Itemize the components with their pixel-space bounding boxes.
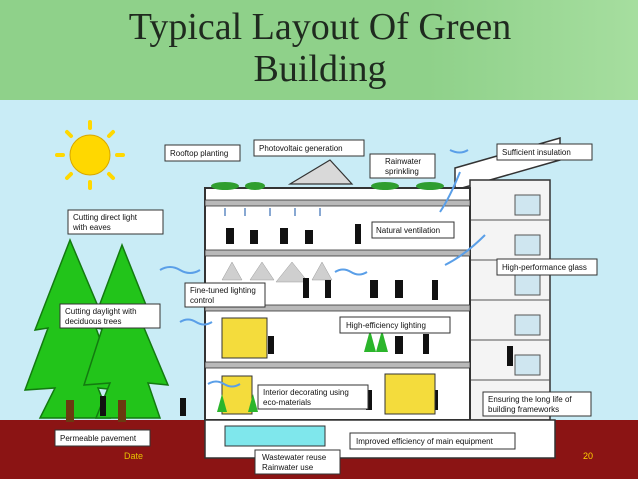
- svg-text:Sufficient insulation: Sufficient insulation: [502, 148, 571, 157]
- svg-text:control: control: [190, 296, 214, 305]
- title-line-1: Typical Layout Of Green: [128, 6, 512, 48]
- label-insulation: Sufficient insulation: [496, 143, 593, 161]
- svg-text:sprinkling: sprinkling: [385, 167, 419, 176]
- svg-text:Cutting daylight with: Cutting daylight with: [65, 307, 137, 316]
- label-eaves: Cutting direct light with eaves: [67, 209, 164, 235]
- label-photovoltaic: Photovoltaic generation: [253, 139, 365, 157]
- title-line-2: Building: [253, 48, 387, 90]
- svg-text:Improved efficiency of main eq: Improved efficiency of main equipment: [356, 437, 494, 446]
- svg-text:Wastewater reuse: Wastewater reuse: [262, 453, 327, 462]
- svg-text:with eaves: with eaves: [72, 223, 111, 232]
- svg-text:High-performance glass: High-performance glass: [502, 263, 587, 272]
- slide-number: 20: [583, 451, 594, 461]
- label-rainwater: Rainwater sprinkling: [369, 153, 436, 179]
- svg-text:Ensuring the long life of: Ensuring the long life of: [488, 395, 572, 404]
- label-natural-ventilation: Natural ventilation: [371, 221, 455, 239]
- title-band-decoration: [428, 0, 638, 100]
- label-interior-materials: Interior decorating using eco-materials: [257, 384, 369, 410]
- label-lighting-control: Fine-tuned lighting control: [184, 282, 266, 308]
- svg-text:building frameworks: building frameworks: [488, 405, 559, 414]
- svg-text:deciduous trees: deciduous trees: [65, 317, 121, 326]
- svg-text:Interior decorating using: Interior decorating using: [263, 388, 349, 397]
- svg-text:Rainwater: Rainwater: [385, 157, 421, 166]
- svg-text:Rainwater use: Rainwater use: [262, 463, 314, 472]
- svg-text:Natural ventilation: Natural ventilation: [376, 226, 440, 235]
- label-high-perf-glass: High-performance glass: [496, 258, 598, 276]
- footer-date: Date: [124, 451, 144, 461]
- svg-text:High-efficiency lighting: High-efficiency lighting: [346, 321, 426, 330]
- label-rooftop-planting: Rooftop planting: [164, 144, 241, 162]
- label-wastewater: Wastewater reuse Rainwater use: [254, 449, 341, 475]
- label-deciduous-trees: Cutting daylight with deciduous trees: [59, 303, 161, 329]
- airflow-arrows: [159, 149, 486, 388]
- green-building-diagram: Rooftop planting Photovoltaic generation…: [0, 100, 638, 479]
- svg-text:Rooftop planting: Rooftop planting: [170, 149, 228, 158]
- label-efficient-lighting: High-efficiency lighting: [339, 316, 451, 334]
- label-frameworks: Ensuring the long life of building frame…: [482, 391, 592, 417]
- svg-text:Fine-tuned lighting: Fine-tuned lighting: [190, 286, 256, 295]
- sun-icon: [55, 120, 125, 190]
- label-permeable-pavement: Permeable pavement: [54, 429, 151, 447]
- svg-text:Cutting direct light: Cutting direct light: [73, 213, 138, 222]
- slide-title: Typical Layout Of Green Building: [70, 6, 570, 90]
- label-main-equipment: Improved efficiency of main equipment: [349, 432, 516, 450]
- building-right-wing: [454, 137, 561, 421]
- svg-text:eco-materials: eco-materials: [263, 398, 311, 407]
- svg-text:Photovoltaic generation: Photovoltaic generation: [259, 144, 343, 153]
- title-band: [0, 0, 638, 100]
- svg-text:Permeable pavement: Permeable pavement: [60, 434, 137, 443]
